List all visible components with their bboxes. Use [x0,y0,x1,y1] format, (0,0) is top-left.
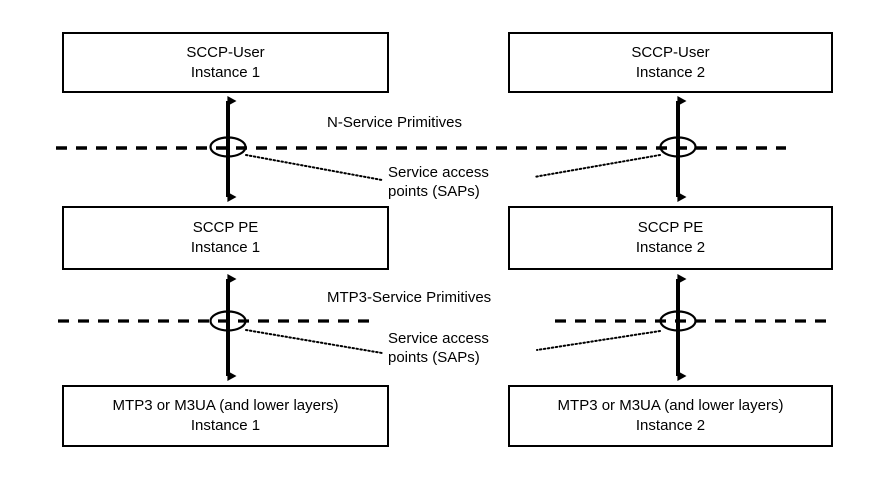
sap-leader-lower-right [536,330,661,351]
sap-ellipse-upper-right [659,136,697,158]
sap-lower-line2: points (SAPs) [388,349,480,367]
box-mtp3-1-line1: MTP3 or M3UA (and lower layers) [112,397,339,415]
box-sccp-pe-2[interactable]: SCCP PE Instance 2 [508,206,833,270]
box-sccp-pe-1[interactable]: SCCP PE Instance 1 [62,206,389,270]
label-mtp3-service-primitives: MTP3-Service Primitives [327,289,492,306]
box-sccp-user-2-line2: Instance 2 [635,63,706,81]
sap-leader-upper-left [245,154,383,181]
box-sccp-user-1-line1: SCCP-User [186,43,265,61]
box-mtp3-2[interactable]: MTP3 or M3UA (and lower layers) Instance… [508,385,833,447]
box-mtp3-2-line2: Instance 2 [635,417,706,434]
sap-leader-lower-left [245,329,383,354]
box-sccp-pe-2-line2: Instance 2 [635,239,706,256]
sap-ellipse-upper-left [209,136,247,158]
sap-upper-line1: Service access [388,164,489,181]
sap-leader-upper-right [533,154,661,178]
box-sccp-user-2[interactable]: SCCP-User Instance 2 [508,32,833,93]
box-sccp-pe-2-line1: SCCP PE [637,219,704,237]
box-sccp-user-2-line1: SCCP-User [631,43,710,61]
box-sccp-user-1[interactable]: SCCP-User Instance 1 [62,32,389,93]
box-mtp3-1[interactable]: MTP3 or M3UA (and lower layers) Instance… [62,385,389,447]
box-mtp3-1-line2: Instance 1 [190,417,261,434]
sap-upper-line2: points (SAPs) [388,183,480,201]
sap-lower-line1: Service access [388,330,489,347]
label-service-access-points-upper: Service access points (SAPs) [388,163,489,201]
box-sccp-user-1-line2: Instance 1 [190,63,261,81]
box-sccp-pe-1-line2: Instance 1 [190,239,261,256]
sap-ellipse-lower-left [209,310,247,332]
sap-ellipse-lower-right [659,310,697,332]
box-mtp3-2-line1: MTP3 or M3UA (and lower layers) [557,397,784,415]
label-n-service-primitives: N-Service Primitives [327,114,463,131]
label-service-access-points-lower: Service access points (SAPs) [388,329,489,367]
box-sccp-pe-1-line1: SCCP PE [192,219,259,237]
